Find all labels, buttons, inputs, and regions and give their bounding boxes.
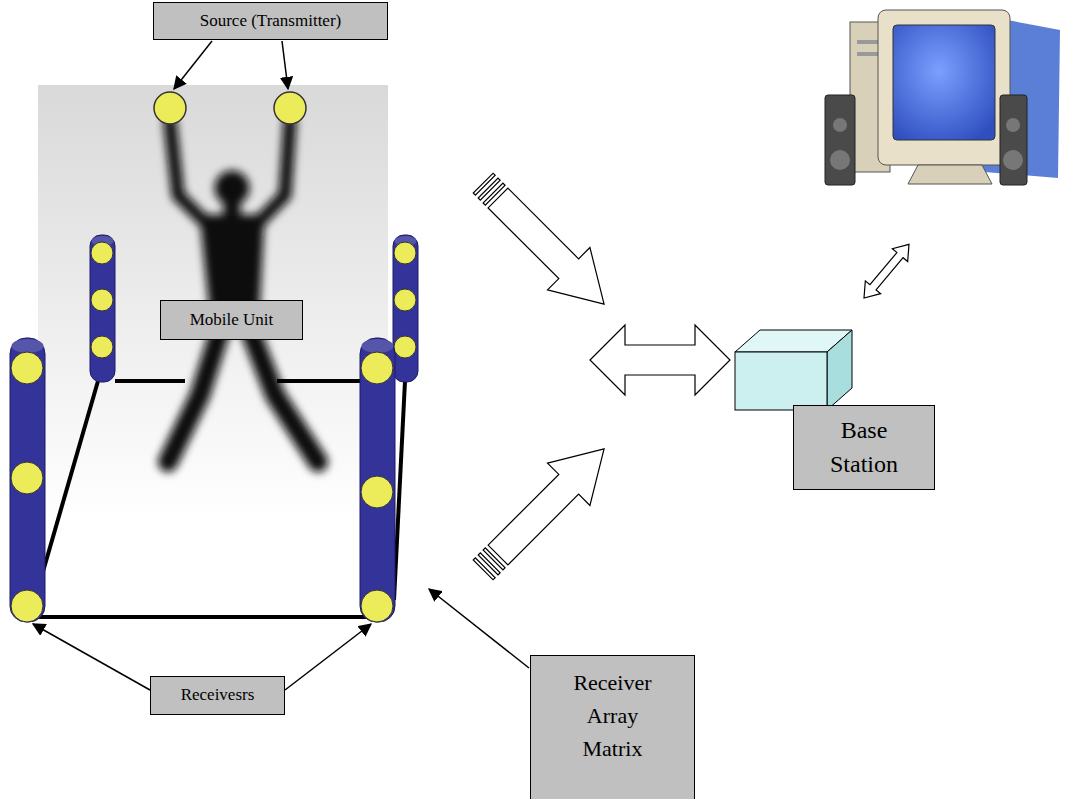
illustration-part [830,150,850,170]
illustration-part [361,590,393,622]
illustration-part [473,558,495,580]
illustration-part [856,238,916,304]
leader-arrow [33,41,529,690]
illustration-part [11,352,43,384]
illustration-part [282,41,288,89]
label-box: Receiver Array Matrix [530,655,695,799]
illustration-part [473,173,495,195]
illustration-part [90,235,115,382]
illustration-part [360,338,395,622]
illustration-part [10,338,45,622]
label-box: Source (Transmitter) [153,2,388,40]
illustration-part [394,289,416,311]
illustration-part [277,379,362,383]
illustration-part [12,339,44,353]
illustration-part [477,428,625,576]
label-text: Receiver Array Matrix [558,666,667,765]
label-box: Receivesrs [150,676,285,715]
illustration-part [170,122,205,222]
label-box: Mobile Unit [160,300,303,340]
label-text: Mobile Unit [190,310,274,330]
double-block-arrow [590,325,730,395]
illustration-part [248,325,318,462]
receiver-pole [90,235,115,382]
illustration-part [361,476,393,508]
receiver-frame [28,381,405,617]
transmitter-dot [274,92,306,124]
illustration-part [28,615,376,619]
illustration-part [91,289,113,311]
illustration-part [11,462,43,494]
illustration-part [477,177,625,325]
illustration-part [91,336,113,358]
receiver-pole [360,338,395,622]
illustration-part [394,242,416,264]
illustration-part [827,330,852,410]
illustration-part [825,95,855,185]
illustration-part [394,381,405,600]
illustration-part [91,242,113,264]
label-text: Base Station [824,414,904,481]
illustration-part [362,339,394,353]
illustration-part [393,235,418,382]
illustration-part [893,25,995,140]
illustration-part [11,590,43,622]
illustration-part [1000,95,1027,185]
person-silhouette [168,122,318,462]
block-arrow [462,162,625,325]
illustration-part [1006,118,1020,132]
illustration-part [908,165,992,184]
illustration-part [1003,150,1023,170]
block-arrow [462,428,625,591]
transmitter-dot [154,92,186,124]
illustration-part [429,589,529,668]
illustration-part [735,352,827,410]
illustration-part [33,624,150,690]
illustration-part [259,122,290,222]
label-text: Source (Transmitter) [200,11,342,31]
illustration-part [168,325,222,462]
illustration-part [833,118,847,132]
illustration-part [361,352,393,384]
computer-icon [825,10,1060,185]
photo-background [38,85,388,520]
illustration-part [394,336,416,358]
base-station-box [735,330,852,410]
receiver-pole [10,338,45,622]
illustration-part [285,624,371,690]
illustration-part [115,379,185,383]
double-block-arrow [856,238,916,304]
illustration-part [42,381,98,575]
label-box: Base Station [793,405,935,490]
illustration-part [224,200,240,218]
illustration-part [878,10,1010,165]
receiver-pole [393,235,418,382]
label-text: Receivesrs [181,685,255,705]
illustration-part [174,41,212,89]
